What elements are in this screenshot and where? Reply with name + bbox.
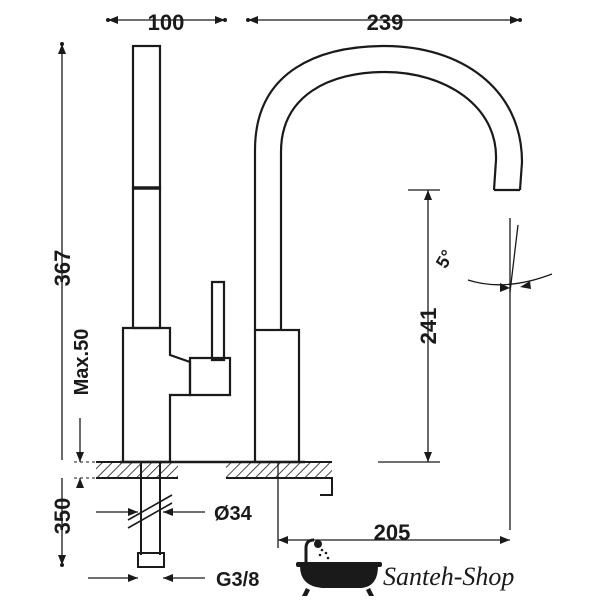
dim-height-label: 367 (50, 250, 75, 287)
dim-reach-label: 239 (367, 10, 404, 35)
brand-text: Santeh-Shop (383, 562, 514, 591)
spout-inner (279, 70, 498, 330)
dim-spout-height-label: 241 (416, 308, 441, 345)
spout-base (253, 328, 301, 464)
cartridge-knob (188, 356, 232, 397)
arrow (108, 16, 118, 24)
shank (127, 462, 173, 568)
dim-deck-label: Max.50 (71, 329, 93, 396)
deck-left (96, 462, 178, 478)
dim-diameter-label: Ø34 (214, 503, 253, 525)
dimension-lines (58, 16, 553, 582)
deck-right (226, 462, 332, 478)
dim-angle-label: 5° (432, 247, 458, 272)
dim-shank-label: 350 (50, 498, 75, 535)
faucet-outline (121, 44, 524, 464)
bathtub-icon (296, 538, 382, 596)
arrow (215, 16, 225, 24)
deck-outline (96, 461, 333, 496)
cartridge-handle (210, 280, 226, 362)
dim-width-label: 100 (148, 10, 185, 35)
countertop (96, 460, 333, 496)
lever-upper (131, 44, 162, 190)
brand-logo: Santeh-Shop (296, 538, 514, 596)
lever-lower (131, 186, 162, 330)
spout-outer (253, 44, 524, 330)
mixer-body (121, 326, 192, 464)
dim-thread-label: G3/8 (216, 569, 259, 591)
hose-fitting (137, 552, 165, 568)
dim-offset-label: 205 (374, 520, 411, 545)
